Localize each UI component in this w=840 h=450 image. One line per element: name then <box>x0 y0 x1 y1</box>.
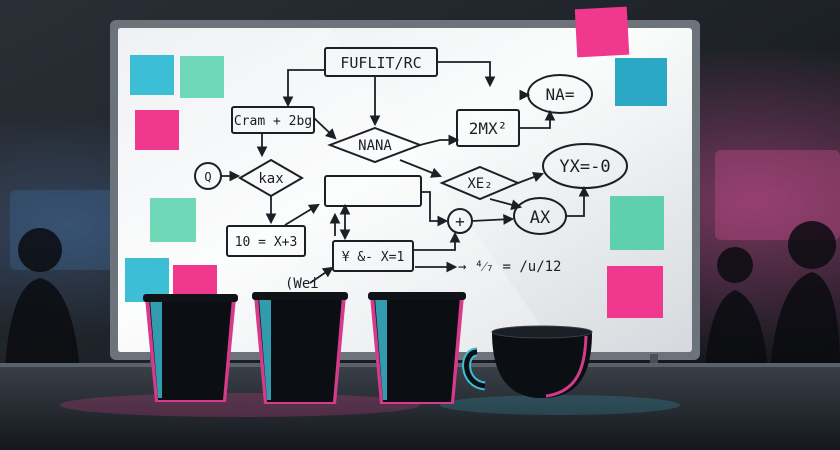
cup-3 <box>368 292 466 404</box>
cups <box>143 292 593 404</box>
sticky-note <box>150 198 196 242</box>
label-yx: YX=-0 <box>559 157 610 177</box>
table-reflection <box>440 395 680 415</box>
label-ten: 10 = X+3 <box>235 235 298 250</box>
label-na: NA= <box>546 85 575 104</box>
flowchart-arrows <box>221 61 590 284</box>
label-yx1: ¥ &- X=1 <box>342 250 405 265</box>
sticky-note <box>607 266 663 318</box>
table-reflection <box>60 393 420 417</box>
sticky-note <box>130 55 174 95</box>
sticky-note <box>135 110 179 150</box>
label-ratio: → ⁴⁄₇ = /u/12 <box>458 259 561 275</box>
label-ax: AX <box>530 208 551 228</box>
people-silhouettes <box>5 221 840 370</box>
sticky-note <box>615 58 667 106</box>
box-yx1 <box>332 240 414 272</box>
mug <box>462 325 593 398</box>
background-screen-right <box>715 150 840 240</box>
label-nana: NANA <box>358 138 392 154</box>
cup-2 <box>252 292 348 404</box>
label-wei: (Wei <box>285 276 319 292</box>
cup-1 <box>143 294 238 402</box>
label-mx: 2MX² <box>469 119 508 138</box>
box-ten <box>226 225 306 257</box>
label-plus: + <box>455 212 465 231</box>
whiteboard-surface <box>118 28 692 352</box>
diamond-nana <box>327 126 423 164</box>
sticky-note <box>610 196 664 250</box>
whiteboard-labels: FUFLIT/RC Cram + 2bg NANA NA= 2MX² Q kax… <box>204 54 610 292</box>
box-cram <box>231 106 315 134</box>
label-xe: XE₂ <box>467 176 492 192</box>
label-q: Q <box>204 170 211 184</box>
label-top: FUFLIT/RC <box>340 54 421 72</box>
sticky-note <box>574 6 630 58</box>
sticky-note <box>180 56 224 98</box>
label-cram: Cram + 2bg <box>234 114 312 129</box>
box-lnc <box>324 175 422 207</box>
diamond-xe <box>439 165 521 201</box>
label-kax: kax <box>258 171 283 187</box>
sticky-notes <box>125 6 667 318</box>
